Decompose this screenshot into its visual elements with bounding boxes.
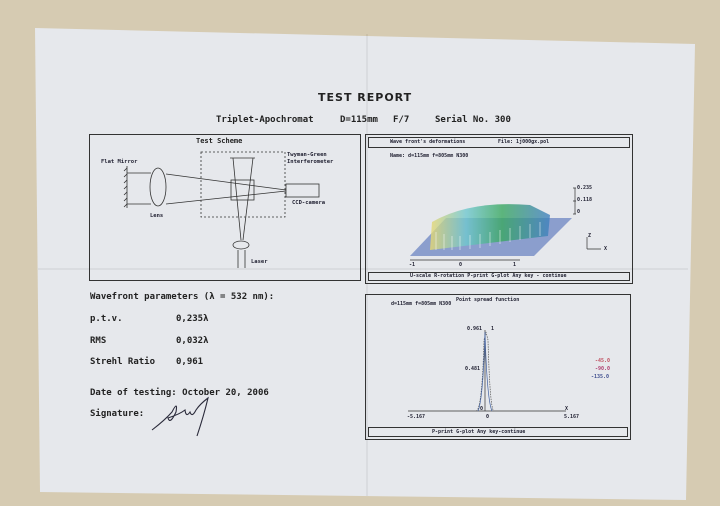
psf-zero: 0 xyxy=(480,406,484,412)
psf-peak-marker: 1 xyxy=(491,326,495,332)
interferometer-label: Twyman-Green xyxy=(287,152,327,158)
scale-top: 0.235 xyxy=(577,185,593,191)
scale-zero: 0 xyxy=(577,209,581,215)
scheme-title: Test Scheme xyxy=(196,137,243,145)
axis-right: 1 xyxy=(513,262,517,268)
axis-x-label: X xyxy=(604,246,608,252)
wavefront-title-bar xyxy=(368,137,630,148)
psf-xmax: 5.167 xyxy=(564,414,580,420)
report-title: TEST REPORT xyxy=(318,91,413,104)
psf-half: 0.481 xyxy=(465,366,481,372)
axis-mid: 0 xyxy=(459,262,463,268)
wavefront-title: Wave front's deformations xyxy=(390,139,466,145)
param-value-rms: 0,032λ xyxy=(176,336,209,346)
psf-legend-item: -45.0 xyxy=(595,358,611,364)
param-label-ptv: p.t.v. xyxy=(90,314,123,324)
focal-ratio: F/7 xyxy=(393,115,410,125)
lens-label: Lens xyxy=(150,213,164,219)
axis-left: -1 xyxy=(409,262,416,268)
wavefront-file: File: 1j000gx.pol xyxy=(498,139,550,145)
psf-footer-bar xyxy=(368,427,628,437)
diameter: D=115mm xyxy=(340,115,378,125)
psf-plot-panel xyxy=(365,294,631,440)
param-label-rms: RMS xyxy=(90,336,107,346)
fold-line xyxy=(38,268,688,270)
ccd-camera-label: CCD-camera xyxy=(292,200,326,206)
psf-legend-item: -90.0 xyxy=(595,366,611,372)
psf-footer: P-print G-plot Any key-continue xyxy=(432,429,526,435)
psf-legend-item: -135.0 xyxy=(591,374,610,380)
parameters-heading: Wavefront parameters (λ = 532 nm): xyxy=(90,292,275,302)
wavefront-plot-panel xyxy=(365,134,633,284)
testing-date: Date of testing: October 20, 2006 xyxy=(90,388,269,398)
serial-number: Serial No. 300 xyxy=(435,115,511,125)
fold-line xyxy=(366,34,368,496)
psf-xmin: -5.167 xyxy=(407,414,426,420)
psf-xzero: 0 xyxy=(486,414,490,420)
axis-z-label: Z xyxy=(588,233,592,239)
wavefront-footer-bar xyxy=(368,272,630,281)
param-value-ptv: 0,235λ xyxy=(176,314,209,324)
signature-label: Signature: xyxy=(90,409,145,419)
interferometer-label-2: Interferometer xyxy=(287,159,334,165)
param-label-strehl: Strehl Ratio xyxy=(90,357,156,367)
wavefront-footer: U-scale R-rotation P-print G-plot Any ke… xyxy=(410,273,567,279)
psf-title: Point spread function xyxy=(456,297,520,303)
psf-name: d=115mm f=805mm N300 xyxy=(391,301,452,307)
wavefront-name: Name: d=115mm f=805mm N300 xyxy=(390,153,469,159)
flat-mirror-label: Flat Mirror xyxy=(101,159,138,165)
param-value-strehl: 0,961 xyxy=(176,357,204,367)
test-scheme-diagram xyxy=(89,134,361,281)
laser-label: Laser xyxy=(251,259,268,265)
scale-mid: 0.118 xyxy=(577,197,593,203)
product-name: Triplet-Apochromat xyxy=(216,115,314,125)
psf-peak: 0.961 xyxy=(467,326,483,332)
psf-xlabel: X xyxy=(565,406,569,412)
